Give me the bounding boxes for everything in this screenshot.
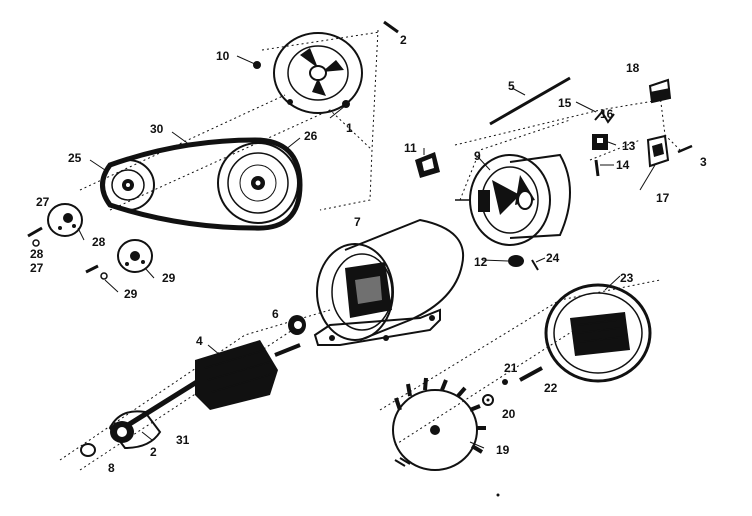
part-nut-12 — [508, 255, 524, 267]
callout-11: 11 — [404, 141, 417, 155]
part-rod-5 — [489, 76, 571, 126]
part-bearing-plate-29-lower — [117, 239, 153, 273]
part-small-screws-27-28-29 — [27, 226, 108, 280]
part-pin-14 — [594, 159, 600, 177]
callout-4: 4 — [196, 334, 203, 348]
callout-12: 12 — [474, 255, 488, 269]
callout-3: 3 — [700, 155, 707, 169]
part-end-bell-1 — [273, 32, 363, 114]
leader-lines — [77, 55, 656, 449]
callout-28-upper: 28 — [92, 235, 106, 249]
callout-15: 15 — [558, 96, 572, 110]
part-terminal-block-11 — [415, 152, 440, 178]
part-cap-18 — [648, 78, 672, 104]
callout-27-upper: 27 — [36, 195, 50, 209]
callout-1: 1 — [346, 121, 353, 135]
callout-labels: 10 2 1 30 26 25 27 28 28 27 29 29 5 11 9… — [30, 33, 707, 475]
callout-2-top: 2 — [400, 33, 407, 47]
part-bushing-31 — [108, 410, 162, 450]
callout-17: 17 — [656, 191, 670, 205]
callout-27-lower: 27 — [30, 261, 44, 275]
part-bolt-22 — [519, 366, 543, 382]
callout-19: 19 — [496, 443, 510, 457]
screw-2-top — [383, 20, 399, 34]
part-screw-8 — [80, 443, 96, 457]
callout-5: 5 — [508, 79, 515, 93]
callout-26: 26 — [304, 129, 318, 143]
part-switch-13 — [592, 134, 608, 150]
callout-10-top: 10 — [216, 49, 230, 63]
callout-30: 30 — [150, 122, 164, 136]
callout-28-lower: 28 — [30, 247, 44, 261]
callout-16: 16 — [600, 107, 614, 121]
callout-24: 24 — [546, 251, 560, 265]
part-rotor-4 — [118, 340, 301, 433]
callout-6: 6 — [272, 307, 279, 321]
callout-8: 8 — [108, 461, 115, 475]
callout-29-right: 29 — [162, 271, 176, 285]
callout-18: 18 — [626, 61, 640, 75]
callout-25: 25 — [68, 151, 82, 165]
callout-21: 21 — [504, 361, 518, 375]
callout-22: 22 — [544, 381, 558, 395]
part-drive-belt-30 — [100, 137, 303, 231]
callout-9: 9 — [474, 149, 481, 163]
callout-31: 31 — [176, 433, 190, 447]
callout-2-lower: 2 — [150, 445, 157, 459]
part-pin-21 — [502, 379, 508, 385]
part-bearing-6 — [288, 315, 306, 335]
part-housing-9 — [455, 153, 571, 246]
part-bracket-17 — [646, 134, 670, 168]
part-large-pulley-26 — [217, 142, 299, 224]
callout-13: 13 — [622, 139, 636, 153]
ink-dot — [496, 493, 500, 497]
part-bearing-plate-28-upper — [47, 203, 83, 237]
screw-10 — [253, 61, 261, 69]
part-screw-3 — [677, 144, 693, 154]
part-washer-20 — [482, 394, 494, 406]
callout-20: 20 — [502, 407, 516, 421]
part-spring-16 — [594, 110, 615, 124]
part-screw-24 — [531, 259, 539, 271]
part-motor-frame-7 — [313, 218, 465, 346]
callout-23: 23 — [620, 271, 634, 285]
callout-7: 7 — [354, 215, 361, 229]
callout-29-lower: 29 — [124, 287, 138, 301]
callout-14: 14 — [616, 158, 630, 172]
part-small-pulley-25 — [101, 159, 155, 211]
part-end-shield-23 — [544, 283, 652, 383]
part-fan-19 — [392, 377, 486, 471]
assembly-guide-lines — [59, 29, 681, 471]
